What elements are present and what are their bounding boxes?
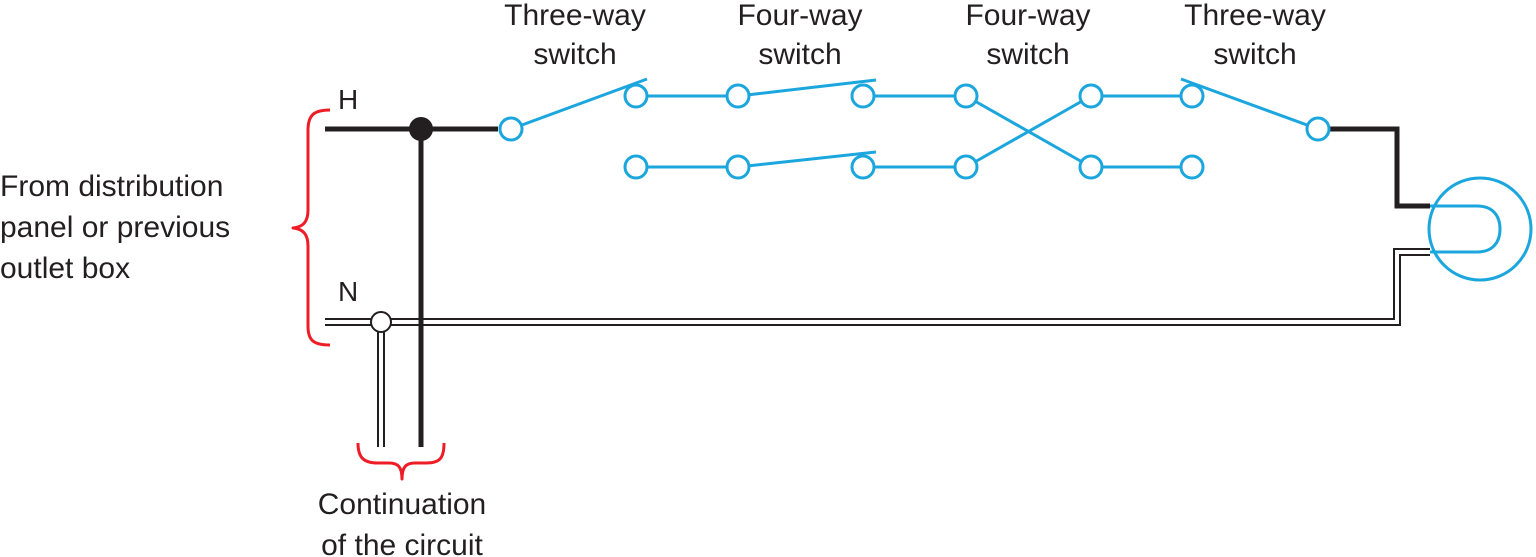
- four-way-switch-1-terminal: [725, 83, 751, 109]
- four-way-switch-2-label-line1: Four-way: [965, 0, 1090, 32]
- three-way-switch-2-common-terminal: [1305, 116, 1331, 142]
- four-way-switch-1-label: Four-way switch: [737, 0, 862, 71]
- three-way-switch-2-traveler-terminal: [1179, 154, 1205, 180]
- neutral-splice: [370, 311, 392, 333]
- four-way-switch-1-terminal: [850, 154, 876, 180]
- four-way-switch-1-terminal: [725, 154, 751, 180]
- three-way-switch-1-traveler-terminal: [623, 83, 649, 109]
- four-way-switch-2-terminal: [1078, 154, 1104, 180]
- three-way-switch-1-common-terminal: [498, 116, 524, 142]
- four-way-switch-1-label-line2: switch: [758, 38, 841, 71]
- switch-terminals: [498, 83, 1331, 180]
- switch-wiring: [510, 77, 1319, 169]
- neutral-label: N: [338, 276, 358, 307]
- four-way-switch-1-blade-top: [737, 78, 877, 98]
- hot-label: H: [338, 84, 358, 115]
- three-way-switch-1-blade: [510, 77, 648, 131]
- hot-wire: [325, 126, 1430, 447]
- four-way-switch-2-label-line2: switch: [986, 38, 1069, 71]
- four-way-switch-2-blade-cross-up: [965, 94, 1092, 169]
- four-way-switch-1-terminal: [850, 83, 876, 109]
- source-label-line2: panel or previous: [0, 211, 230, 244]
- three-way-switch-1-label-line1: Three-way: [504, 0, 646, 32]
- four-way-switch-2-terminal: [953, 83, 979, 109]
- three-way-switch-2-traveler-terminal: [1179, 83, 1205, 109]
- continuation-brace: [356, 442, 446, 481]
- three-way-switch-2-blade: [1180, 77, 1319, 131]
- continuation-label: Continuation of the circuit: [318, 488, 486, 557]
- lamp-icon: [1427, 176, 1533, 282]
- four-way-switch-2-terminal: [1078, 83, 1104, 109]
- continuation-label-line2: of the circuit: [321, 529, 483, 557]
- three-way-switch-1-traveler-terminal: [623, 154, 649, 180]
- three-way-switch-1-label-line2: switch: [533, 38, 616, 71]
- source-brace: [291, 108, 331, 347]
- three-way-switch-2-label: Three-way switch: [1184, 0, 1326, 71]
- source-label-line1: From distribution: [0, 170, 223, 203]
- source-label: From distribution panel or previous outl…: [0, 170, 230, 285]
- three-way-switch-2-label-line1: Three-way: [1184, 0, 1326, 32]
- four-way-switch-2-label: Four-way switch: [965, 0, 1090, 71]
- four-way-switch-1-blade-bottom: [737, 150, 877, 169]
- four-way-switch-2-terminal: [953, 154, 979, 180]
- continuation-label-line1: Continuation: [318, 488, 486, 521]
- three-way-switch-1-label: Three-way switch: [504, 0, 646, 71]
- source-label-line3: outlet box: [0, 252, 130, 285]
- three-way-switch-2-label-line2: switch: [1213, 38, 1296, 71]
- four-way-switch-1-label-line1: Four-way: [737, 0, 862, 32]
- neutral-wire: [325, 248, 1430, 447]
- hot-splice: [409, 117, 433, 141]
